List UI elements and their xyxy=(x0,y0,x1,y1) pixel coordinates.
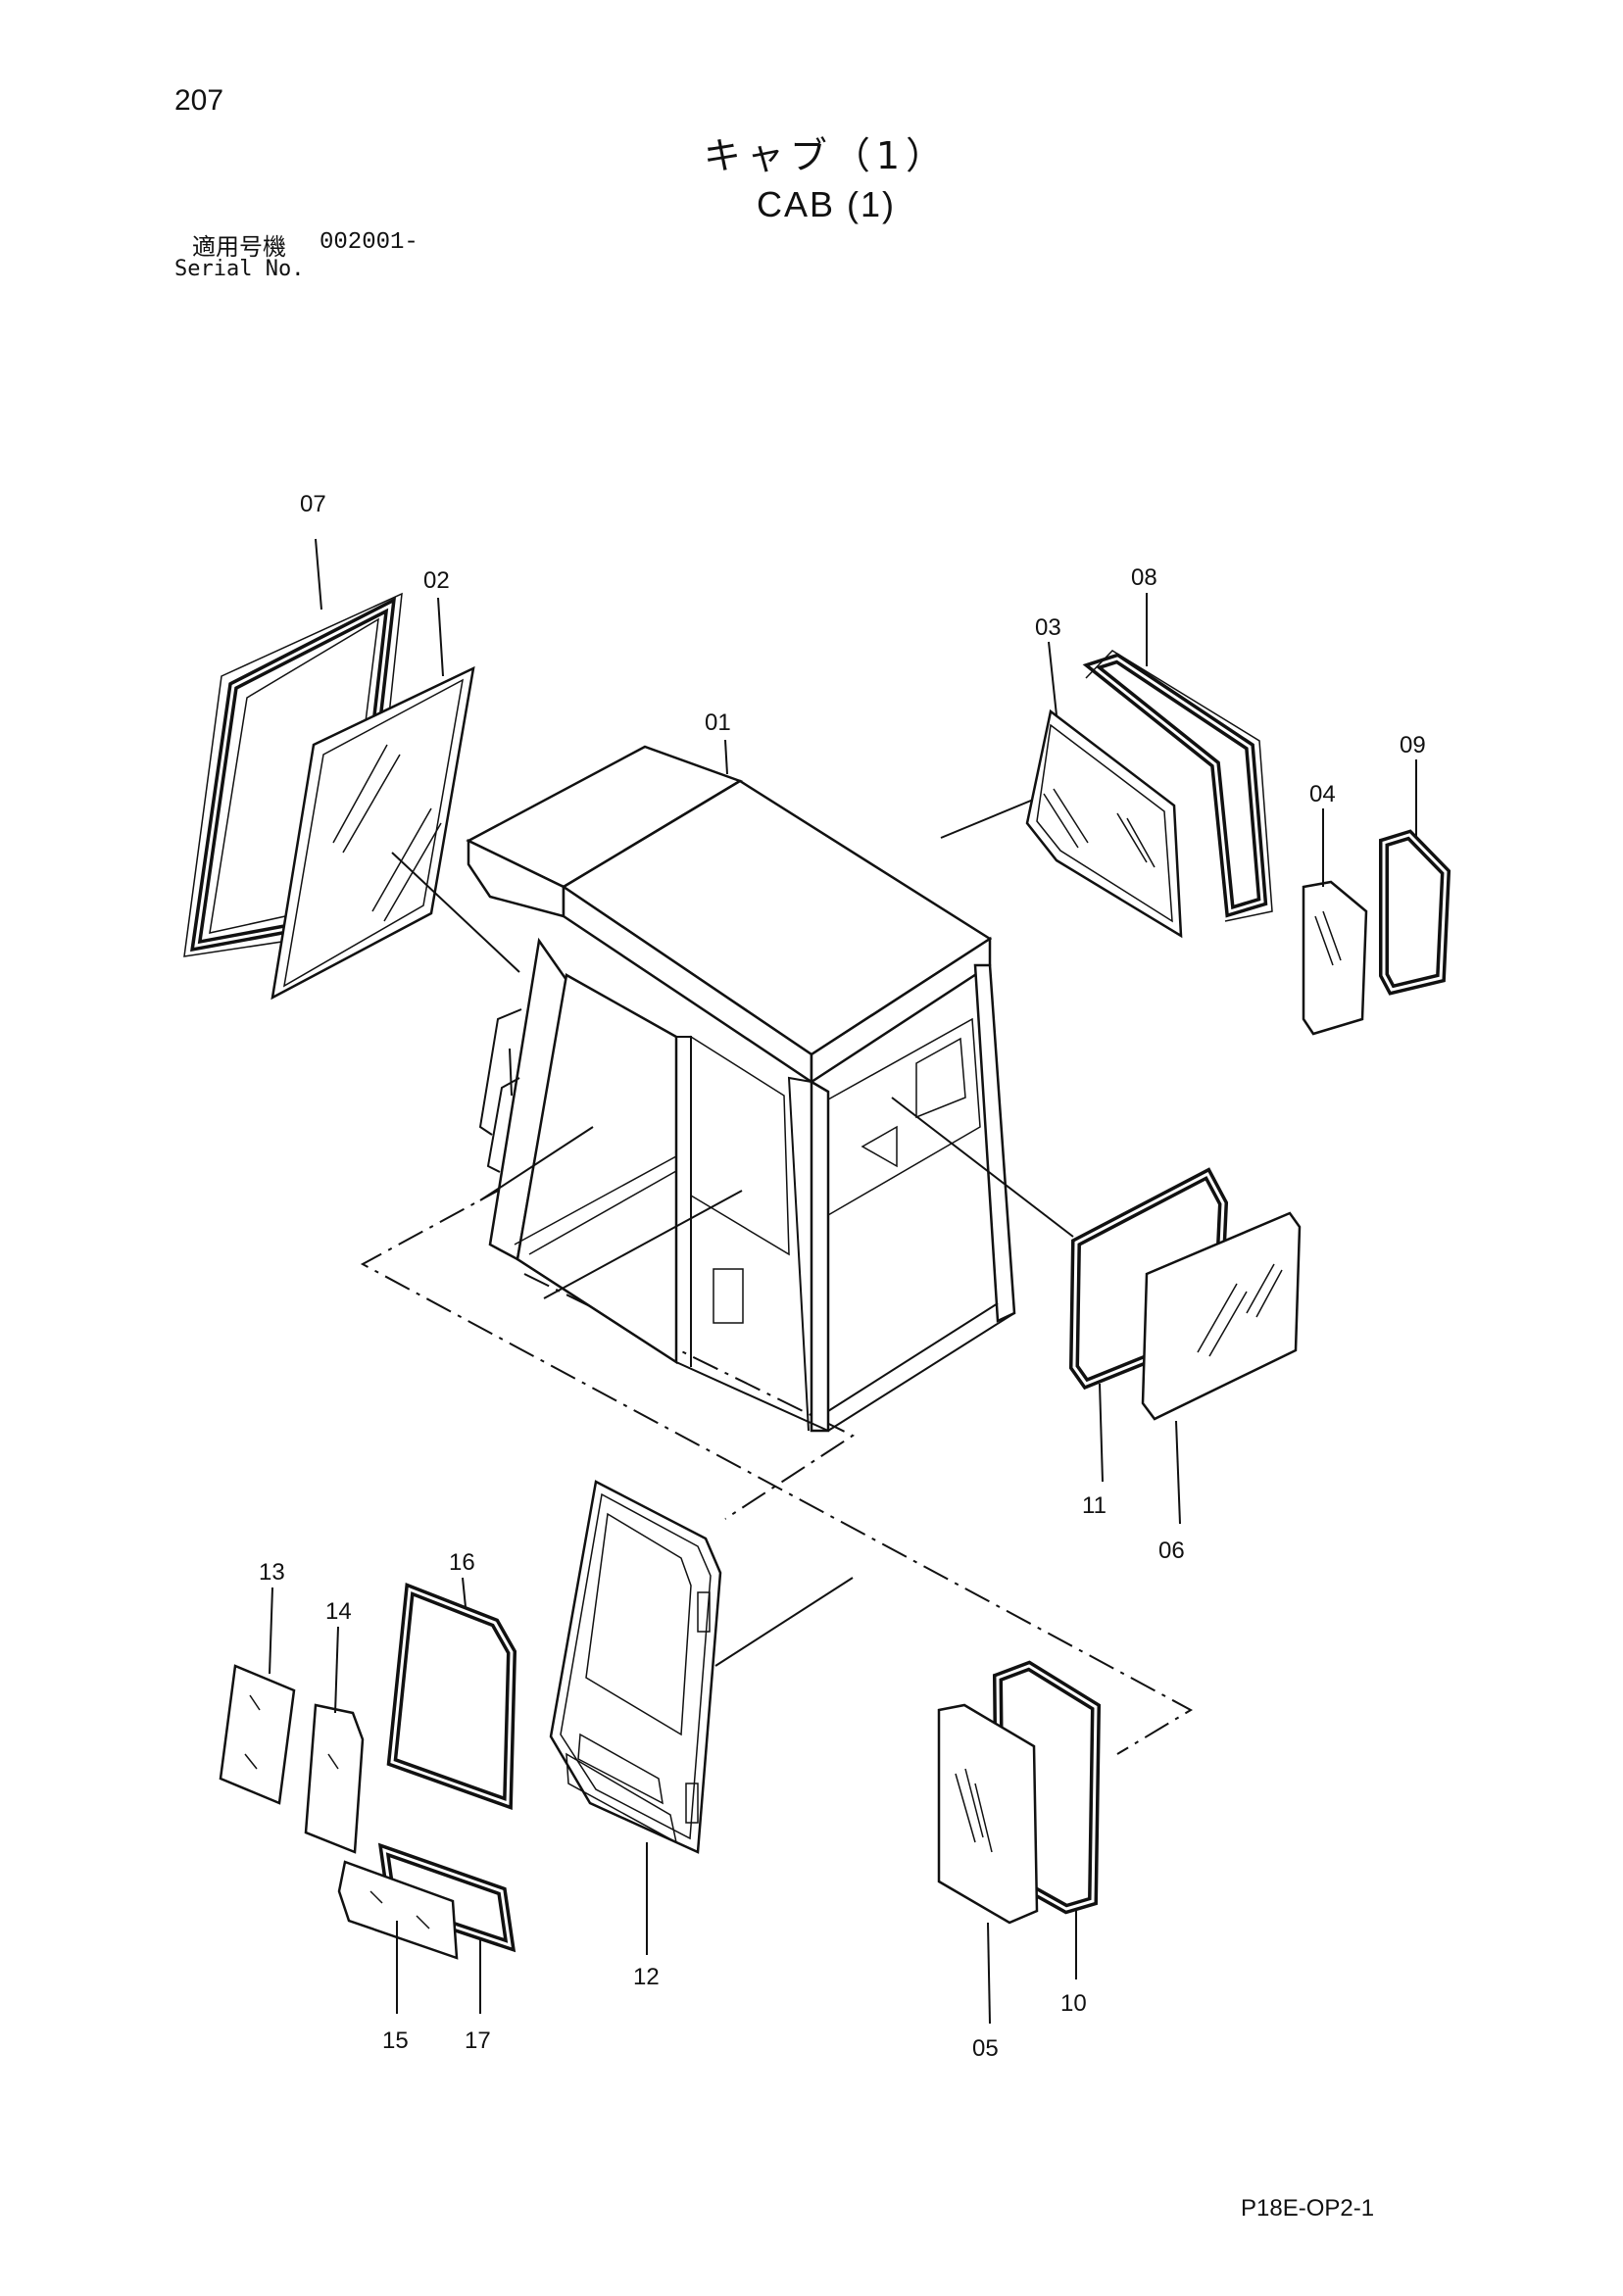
callout-08: 08 xyxy=(1131,564,1157,591)
part-14-glass-small xyxy=(304,1703,365,1854)
callout-17: 17 xyxy=(465,2027,491,2054)
part-06-glass-rear xyxy=(1141,1211,1302,1421)
part-03-glass-right xyxy=(1025,708,1183,939)
callout-10: 10 xyxy=(1060,1990,1087,2017)
callout-14: 14 xyxy=(325,1598,352,1625)
callout-16: 16 xyxy=(449,1549,475,1576)
drawing-code: P18E-OP2-1 xyxy=(1241,2195,1375,2222)
callout-09: 09 xyxy=(1400,732,1426,758)
callout-06: 06 xyxy=(1158,1538,1185,1564)
part-13-glass-small xyxy=(219,1664,296,1805)
callout-01: 01 xyxy=(705,709,731,736)
callout-leaders xyxy=(269,538,1417,2025)
callout-07: 07 xyxy=(300,491,326,517)
callout-05: 05 xyxy=(972,2035,999,2062)
assembly-dashed-lines xyxy=(360,1141,1194,1755)
callout-03: 03 xyxy=(1035,614,1061,641)
callout-13: 13 xyxy=(259,1559,285,1586)
callout-11: 11 xyxy=(1082,1492,1107,1519)
callout-15: 15 xyxy=(382,2027,409,2054)
page-title-japanese: キャブ（1） xyxy=(703,134,950,177)
part-09-seal-small xyxy=(1379,829,1451,996)
page-title-english: CAB (1) xyxy=(756,184,897,224)
serial-label-english: Serial No. xyxy=(174,257,305,281)
part-12-door xyxy=(549,1480,854,1854)
part-04-glass-small xyxy=(1302,880,1368,1036)
part-16-seal-frame xyxy=(386,1582,517,1811)
callout-labels: 07 02 01 03 08 04 09 11 06 12 13 14 16 1… xyxy=(259,491,1426,2062)
part-08-seal-right xyxy=(1082,650,1273,922)
page-number: 207 xyxy=(174,84,224,117)
part-15-glass-small xyxy=(337,1860,459,1960)
callout-02: 02 xyxy=(423,567,450,594)
serial-number: 002001- xyxy=(320,229,418,256)
part-01-cab-body xyxy=(466,745,1084,1433)
part-02-glass-left xyxy=(270,665,520,1001)
part-05-glass-door xyxy=(937,1703,1039,1925)
callout-04: 04 xyxy=(1309,781,1336,807)
serial-label-japanese: 適用号機 xyxy=(192,233,286,261)
callout-12: 12 xyxy=(633,1964,660,1990)
